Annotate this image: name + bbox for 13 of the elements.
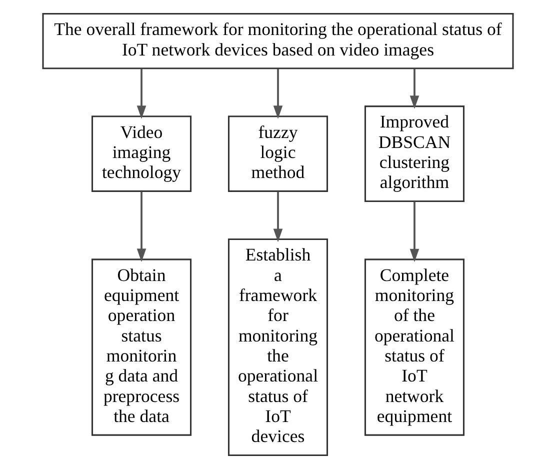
arrow (136, 191, 146, 262)
node-box: Video imaging technology (90, 115, 192, 192)
arrow (136, 68, 146, 118)
node-box: Complete monitoring of the operational status of IoT network equipment (364, 258, 464, 436)
node-box: Improved DBSCAN clustering algorithm (364, 105, 464, 202)
node-box: Establish a framework for monitoring the operational status of IoT devices (227, 238, 328, 456)
arrow (272, 68, 282, 118)
node-box: Obtain equipment operation status monitorin g data and preprocess the data (90, 258, 192, 436)
arrow (409, 68, 419, 108)
node-box: fuzzy logic method (227, 115, 328, 192)
node-box: The overall framework for monitoring the operational status of IoT network devices based on video images (42, 12, 514, 69)
arrow (409, 201, 419, 262)
arrow (272, 191, 282, 242)
